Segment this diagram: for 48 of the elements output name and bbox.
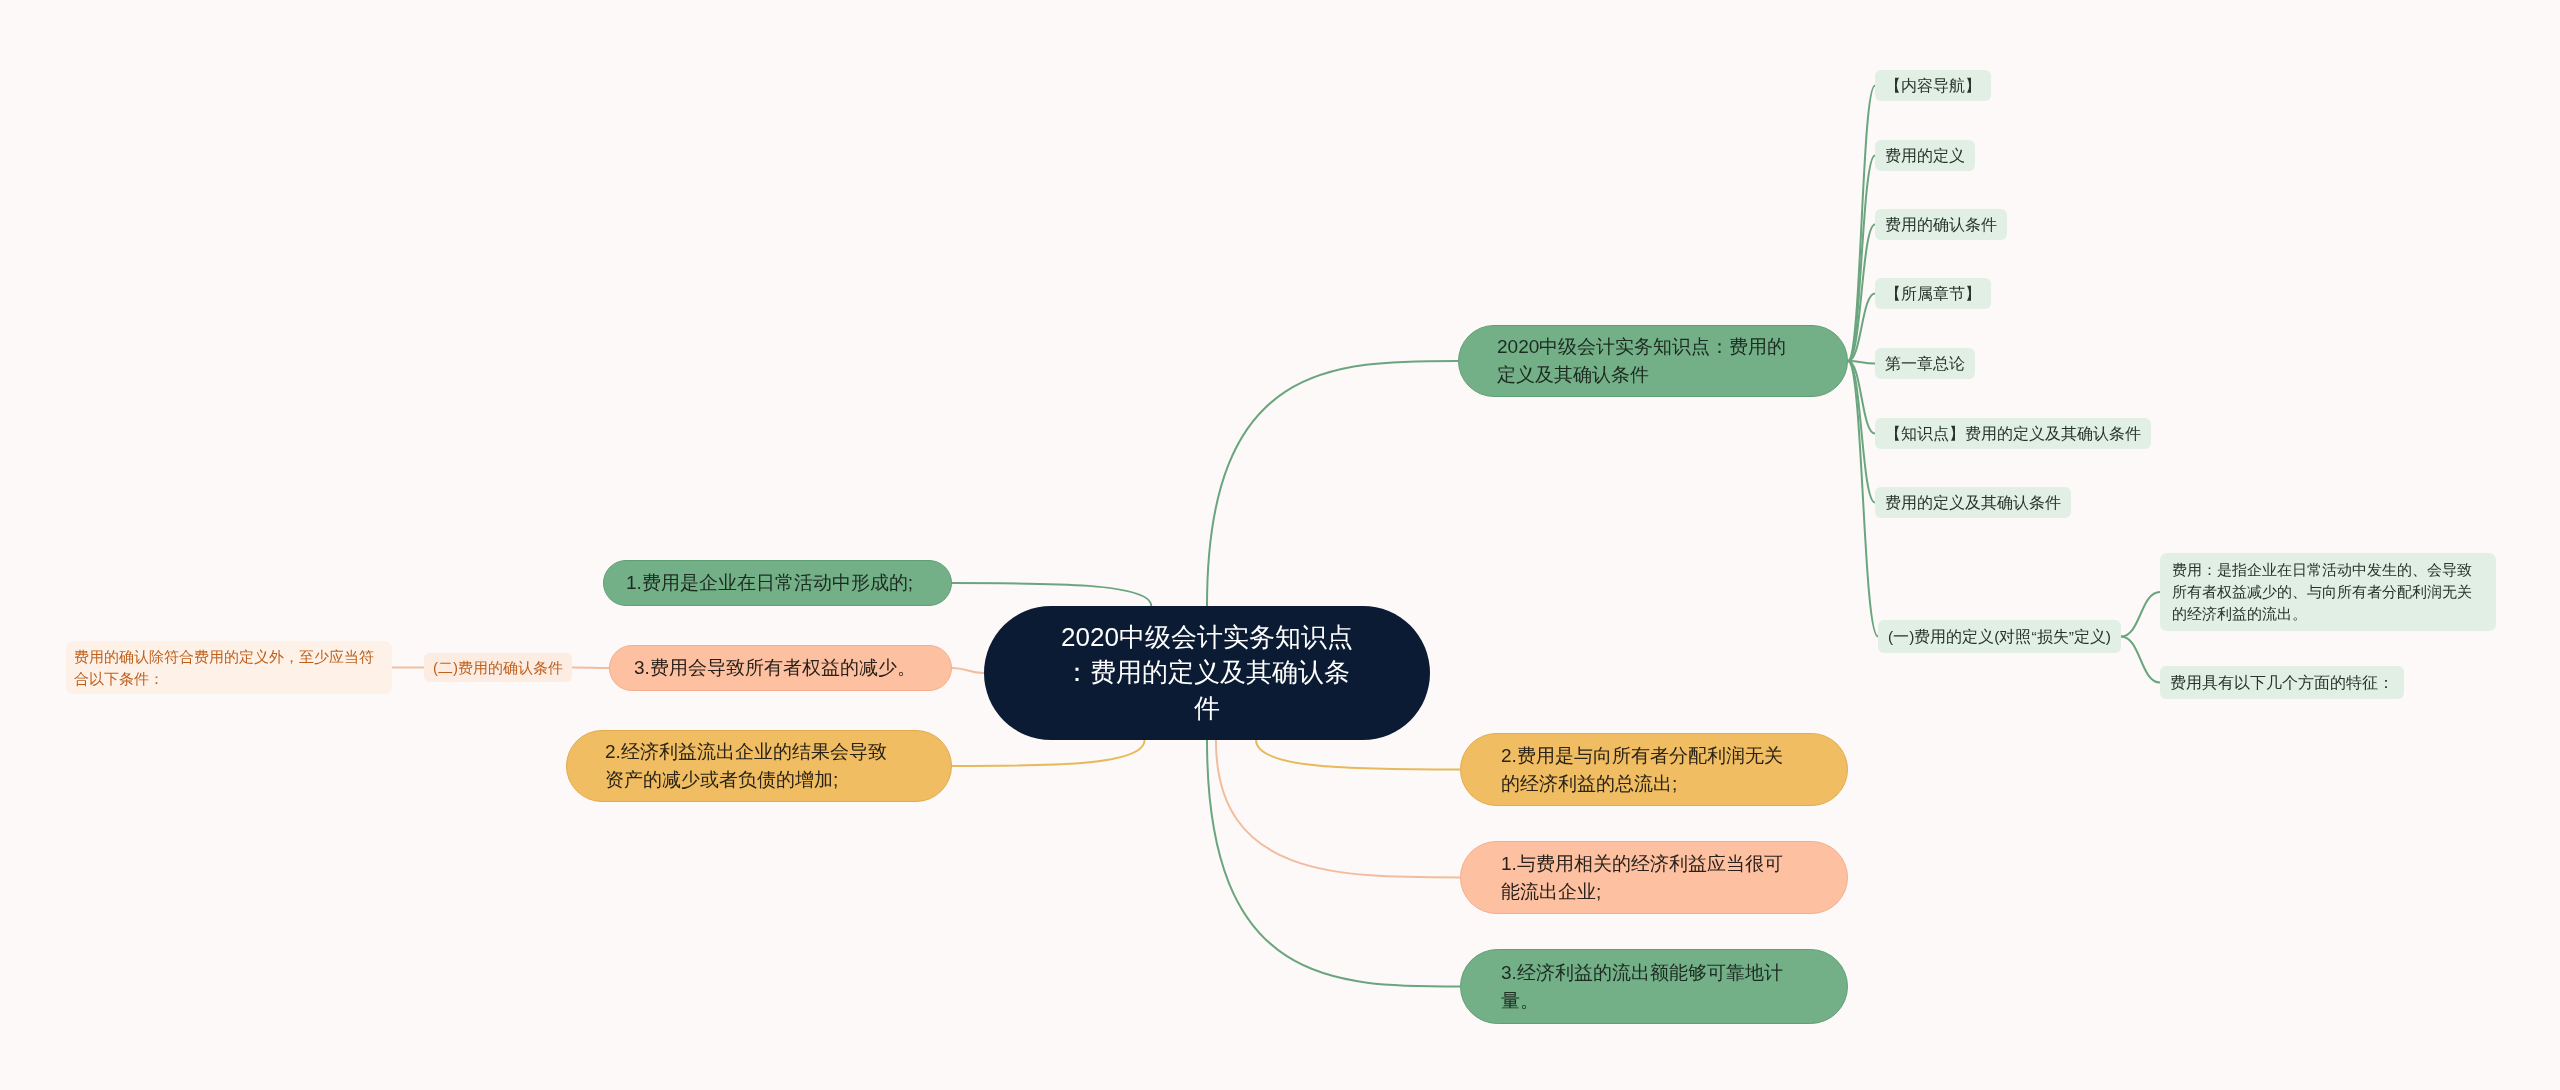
subtopic-node [2160,666,2404,699]
note-node [66,641,392,694]
connector-line [1206,360,1459,607]
topic-text: 2.费用是与向所有者分配利润无关的经济利益的总流出; [1501,743,1784,796]
subtopic-node [1875,70,1991,101]
topic-text: 2.经济利益流出企业的结果会导致资产的减少或者负债的增加; [605,740,888,792]
subtopic-node [424,653,572,682]
connector-line [951,667,985,674]
connector-line [391,666,425,669]
topic-node [603,560,952,606]
topic-text: 3.经济利益的流出额能够可靠地计量。 [1501,960,1784,1013]
subtopic-node [1875,209,2007,240]
note-text: 费用的确认除符合费用的定义外，至少应当符合以下条件： [74,646,375,689]
subtopic-node [1875,348,1975,379]
subtopic-node [1875,418,2151,449]
connector-line [1847,84,1876,362]
connector-line [1206,739,1461,988]
subtopic-text: 费用具有以下几个方面的特征： [2170,672,2394,693]
connector-line [1214,739,1461,879]
subtopic-node [1875,487,2071,518]
connector-line [1847,360,1876,504]
connector-line [2120,591,2161,638]
subtopic-node [1875,278,1991,309]
connector-line [2120,635,2161,684]
subtopic-text: 费用的定义及其确认条件 [1885,492,2061,513]
subtopic-node [1878,620,2121,653]
note-text: 费用：是指企业在日常活动中发生的、会导致所有者权益减少的、与向所有者分配利润无关的经济利益的流出。 [2172,560,2473,624]
subtopic-node [1875,140,1975,171]
connector-line [1255,739,1461,771]
connector-line [951,739,1146,767]
note-node [2160,553,2496,631]
topic-text: 1.与费用相关的经济利益应当很可能流出企业; [1501,851,1784,904]
subtopic-text: (二)费用的确认条件 [433,658,563,678]
connector-line [571,666,610,669]
subtopic-text: 【所属章节】 [1885,283,1981,304]
subtopic-text: 第一章总论 [1885,353,1965,374]
topic-text: 3.费用会导致所有者权益的减少。 [634,656,917,681]
subtopic-text: 费用的定义 [1885,145,1965,166]
subtopic-text: 费用的确认条件 [1885,214,1997,235]
subtopic-text: 【知识点】费用的定义及其确认条件 [1885,423,2141,444]
subtopic-text: 【内容导航】 [1885,75,1981,96]
topic-node [609,645,952,691]
central-topic-text: 2020中级会计实务知识点：费用的定义及其确认条件 [1060,620,1354,725]
subtopic-text: (一)费用的定义(对照“损失”定义) [1888,626,2111,647]
connector-line [951,582,1153,607]
topic-text: 2020中级会计实务知识点：费用的定义及其确认条件 [1497,335,1788,387]
connector-line [1847,360,1879,638]
topic-text: 1.费用是企业在日常活动中形成的; [626,571,915,596]
